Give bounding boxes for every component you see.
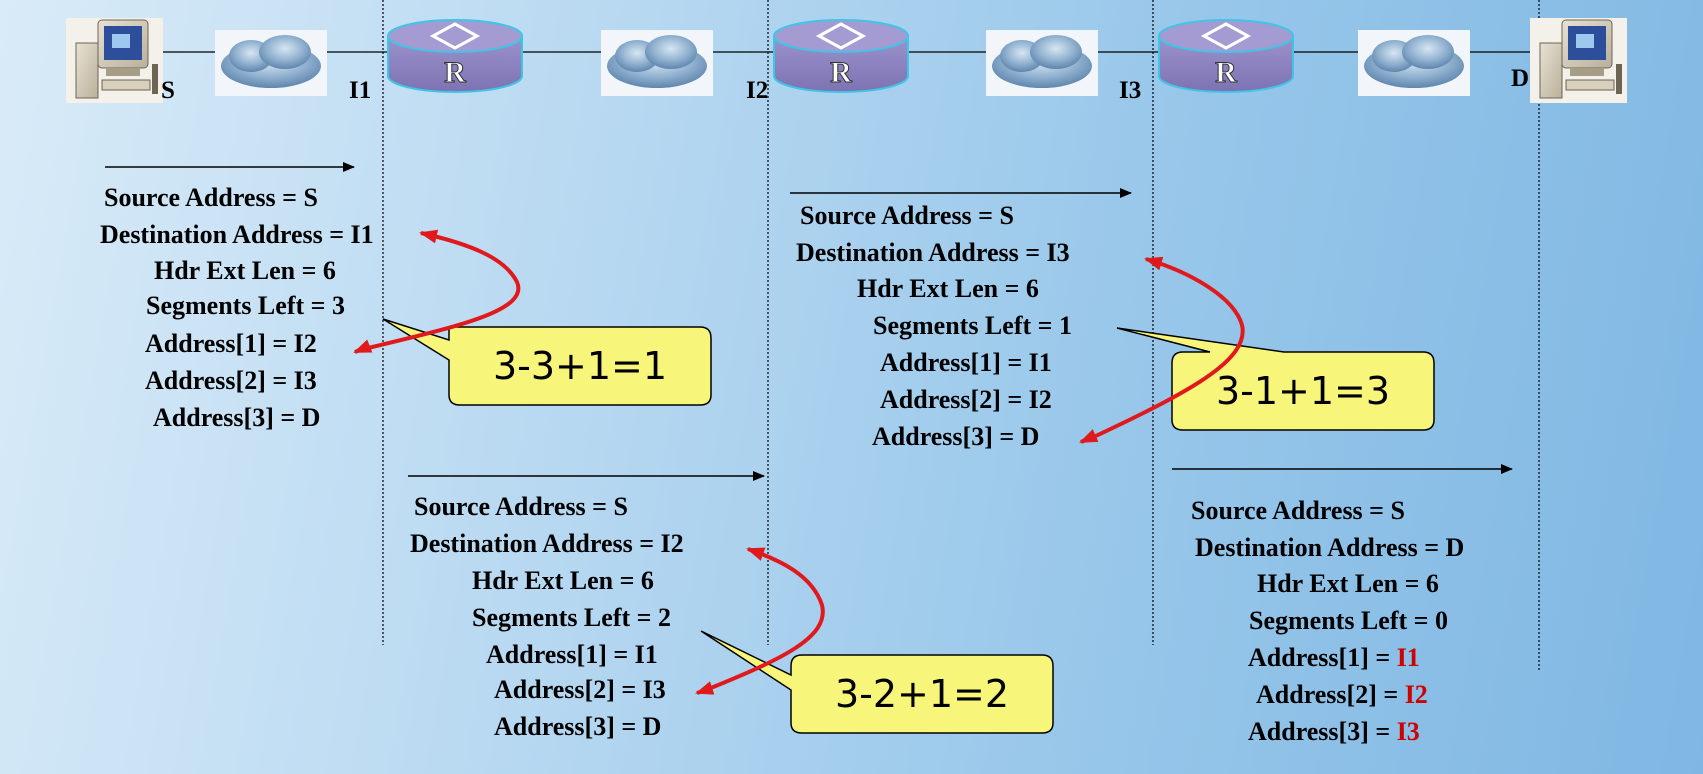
destination-address-line: Destination Address = D xyxy=(1195,533,1465,562)
computer-icon xyxy=(66,18,163,103)
segments-left-line: Segments Left = 3 xyxy=(146,291,345,320)
svg-text:R: R xyxy=(444,56,466,89)
destination-address-line: Destination Address = I2 xyxy=(410,529,684,558)
callout-bubble-1 xyxy=(382,318,712,406)
highlighted-address-value: I1 xyxy=(1396,643,1420,672)
cloud-icon xyxy=(215,30,327,96)
swap-arrow-3 xyxy=(1084,256,1245,443)
address-3-line: Address[3] = I3 xyxy=(1248,717,1420,746)
callout-formula-3: 3-1+1=3 xyxy=(1215,369,1391,413)
highlighted-address-value: I3 xyxy=(1396,717,1420,746)
callout-formula-2: 3-2+1=2 xyxy=(834,672,1010,716)
address-3-line: Address[3] = D xyxy=(494,712,662,741)
swap-arrow-2-tail xyxy=(695,681,715,695)
router-icon: R xyxy=(1158,19,1294,93)
address-2-line: Address[2] = I3 xyxy=(494,675,666,704)
source-address-line: Source Address = S xyxy=(800,201,1014,230)
address-1-line: Address[1] = I2 xyxy=(145,329,317,358)
address-1-line: Address[1] = I1 xyxy=(1248,643,1420,672)
destination-label: D xyxy=(1511,65,1530,92)
address-3-line: Address[3] = D xyxy=(153,403,321,432)
hdr-ext-len-line: Hdr Ext Len = 6 xyxy=(1257,569,1439,598)
callout-bubble-2 xyxy=(700,630,1054,734)
source-address-line: Source Address = S xyxy=(414,492,628,521)
highlighted-address-value: I2 xyxy=(1404,680,1428,709)
swap-arrow-3-tail xyxy=(1079,429,1099,444)
address-1-line: Address[1] = I1 xyxy=(880,348,1052,377)
hdr-ext-len-line: Hdr Ext Len = 6 xyxy=(857,274,1039,303)
source-address-line: Source Address = S xyxy=(1191,496,1405,525)
interface-i1-label: I1 xyxy=(349,77,372,104)
destination-address-line: Destination Address = I3 xyxy=(796,238,1070,267)
swap-arrow-1-tail xyxy=(353,339,373,354)
address-2-line: Address[2] = I2 xyxy=(880,385,1052,414)
address-3-line: Address[3] = D xyxy=(872,422,1040,451)
cloud-icon xyxy=(986,30,1098,96)
hdr-ext-len-line: Hdr Ext Len = 6 xyxy=(154,256,336,285)
address-2-line: Address[2] = I3 xyxy=(145,366,317,395)
source-address-line: Source Address = S xyxy=(104,183,318,212)
address-1-line: Address[1] = I1 xyxy=(486,640,658,669)
callout-bubble-3 xyxy=(1116,327,1435,431)
cloud-icon xyxy=(601,30,713,96)
address-2-line: Address[2] = I2 xyxy=(1256,680,1428,709)
segments-left-line: Segments Left = 0 xyxy=(1249,606,1448,635)
router-icon: R xyxy=(773,19,909,93)
interface-i2-label: I2 xyxy=(746,77,769,104)
svg-text:R: R xyxy=(1215,56,1237,89)
source-label: S xyxy=(161,77,175,104)
hdr-ext-len-line: Hdr Ext Len = 6 xyxy=(472,566,654,595)
swap-arrow-1 xyxy=(359,229,521,352)
segments-left-line: Segments Left = 2 xyxy=(472,603,671,632)
computer-icon xyxy=(1530,18,1627,103)
swap-arrow-2 xyxy=(700,547,825,694)
interface-i3-label: I3 xyxy=(1119,77,1142,104)
segments-left-line: Segments Left = 1 xyxy=(873,311,1072,340)
cloud-icon xyxy=(1358,30,1470,96)
router-icon: R xyxy=(387,19,523,93)
callout-formula-1: 3-3+1=1 xyxy=(492,344,668,388)
svg-text:R: R xyxy=(830,56,852,89)
destination-address-line: Destination Address = I1 xyxy=(100,220,374,249)
